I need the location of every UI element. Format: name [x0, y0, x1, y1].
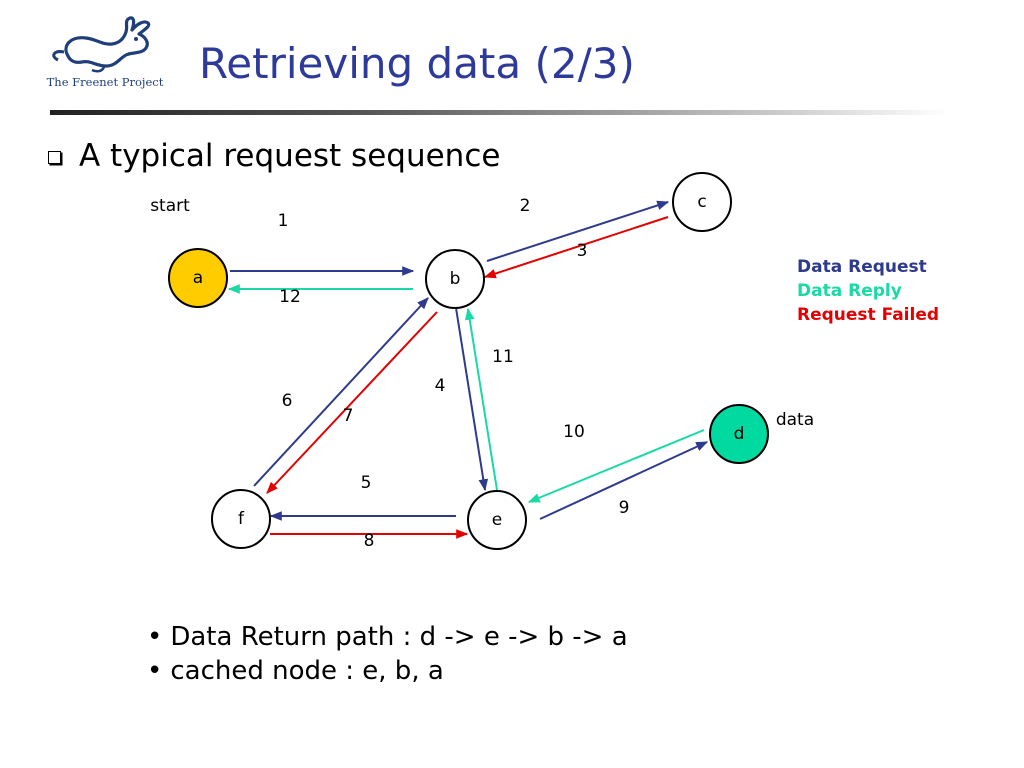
arrow-step-11: [464, 307, 498, 491]
arrow-step-9: [539, 441, 709, 520]
step-label-9: 9: [619, 498, 630, 518]
node-f-circle: [211, 489, 271, 549]
annotation-data: data: [776, 410, 814, 430]
step-label-1: 1: [278, 211, 289, 231]
step-label-6: 6: [282, 391, 293, 411]
annotation-start: start: [150, 196, 190, 216]
main-bullet-text: A typical request sequence: [79, 138, 501, 174]
node-e-label: e: [492, 510, 502, 530]
bullet-dot-icon: •: [147, 656, 163, 686]
node-f-label: f: [238, 509, 245, 529]
checkbox-bullet-icon: [48, 151, 61, 164]
bullet-dot-icon: •: [147, 622, 163, 652]
arrow-step-2: [486, 200, 670, 262]
freenet-logo: The Freenet Project: [40, 12, 170, 94]
node-e-circle: [467, 490, 527, 550]
bullet-cached-nodes-text: cached node : e, b, a: [170, 656, 444, 686]
node-d: d: [709, 404, 769, 464]
main-bullet: A typical request sequence: [48, 136, 500, 176]
arrow-step-3: [483, 216, 669, 279]
node-c: c: [672, 172, 732, 232]
legend-data-reply: Data Reply: [797, 281, 902, 301]
step-label-4: 4: [435, 376, 446, 396]
bullet-return-path: •Data Return path : d -> e -> b -> a: [147, 620, 628, 654]
slide-title: Retrieving data (2/3): [199, 39, 635, 88]
legend-data-request: Data Request: [797, 257, 927, 277]
title-divider: [50, 110, 950, 115]
arrow-step-10: [527, 429, 705, 503]
step-label-8: 8: [364, 531, 375, 551]
node-b: b: [425, 249, 485, 309]
arrow-step-4: [455, 307, 489, 492]
node-b-label: b: [450, 269, 461, 289]
step-label-10: 10: [563, 422, 585, 442]
node-a: a: [168, 248, 228, 308]
step-label-11: 11: [492, 347, 514, 367]
arrow-step-6: [253, 297, 429, 487]
node-f: f: [211, 489, 271, 549]
node-c-label: c: [697, 192, 706, 212]
step-label-2: 2: [520, 196, 531, 216]
bullet-return-path-text: Data Return path : d -> e -> b -> a: [170, 622, 628, 652]
node-d-label: d: [734, 424, 745, 444]
node-a-circle: [168, 248, 228, 308]
bottom-bullets: •Data Return path : d -> e -> b -> a •ca…: [147, 620, 628, 688]
legend-request-failed: Request Failed: [797, 305, 940, 325]
node-c-circle: [672, 172, 732, 232]
step-label-3: 3: [577, 241, 588, 261]
step-label-5: 5: [361, 473, 372, 493]
node-b-circle: [425, 249, 485, 309]
rabbit-icon: [52, 16, 151, 73]
node-d-circle: [709, 404, 769, 464]
legend: Data Request Data Reply Request Failed: [797, 255, 939, 327]
bullet-cached-nodes: •cached node : e, b, a: [147, 654, 628, 688]
step-label-7: 7: [343, 406, 354, 426]
step-label-12: 12: [279, 287, 301, 307]
arrow-step-7: [266, 311, 438, 494]
logo-text: The Freenet Project: [46, 75, 164, 89]
node-e: e: [467, 490, 527, 550]
node-a-label: a: [193, 268, 203, 288]
